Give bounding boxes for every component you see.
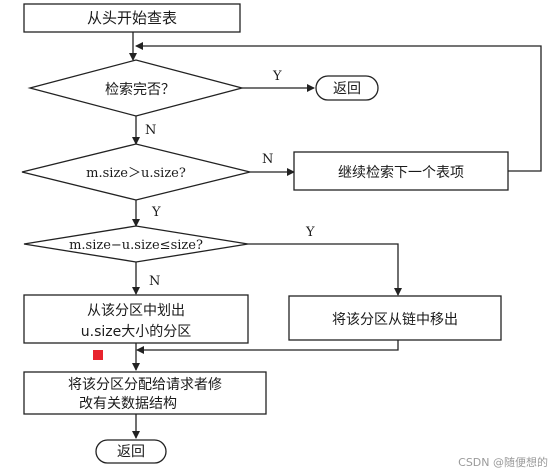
return-bottom-label: 返回	[117, 444, 145, 460]
allocate-box	[23, 371, 267, 415]
return-top-terminal	[315, 75, 379, 101]
continue-search-label: 继续检索下一个表项	[338, 164, 464, 181]
allocate-line2: 改有关数据结构	[79, 396, 177, 412]
label-diff-yes: Y	[305, 225, 315, 240]
label-done-no: N	[145, 123, 156, 138]
label-size-yes: Y	[151, 205, 161, 220]
remove-from-chain-box	[288, 295, 502, 341]
red-marker	[93, 350, 103, 360]
label-done-yes: Y	[272, 69, 282, 84]
return-top-label: 返回	[333, 81, 361, 97]
compare-diff-label: m.size−u.size≤size?	[69, 238, 203, 253]
check-done-label: 检索完否？	[105, 81, 175, 98]
start-label: 从头开始查表	[87, 9, 177, 27]
label-size-no: N	[262, 152, 273, 167]
allocate-line1: 将该分区分配给请求者修	[68, 377, 222, 393]
remove-from-chain-label: 将该分区从链中移出	[332, 312, 458, 328]
split-partition-line2: u.size大小的分区	[81, 324, 191, 340]
watermark: CSDN @随便想的	[458, 455, 548, 469]
edge-remove-merge	[136, 340, 399, 354]
edge-loop-back	[135, 42, 542, 172]
split-partition-box	[23, 294, 249, 344]
compare-size-label: m.size＞u.size?	[86, 166, 186, 181]
start-box	[23, 3, 241, 33]
return-bottom-terminal	[95, 439, 167, 464]
label-diff-no: N	[149, 274, 160, 289]
split-partition-line1: 从该分区中划出	[87, 303, 185, 319]
edge-diff-yes	[248, 243, 402, 296]
